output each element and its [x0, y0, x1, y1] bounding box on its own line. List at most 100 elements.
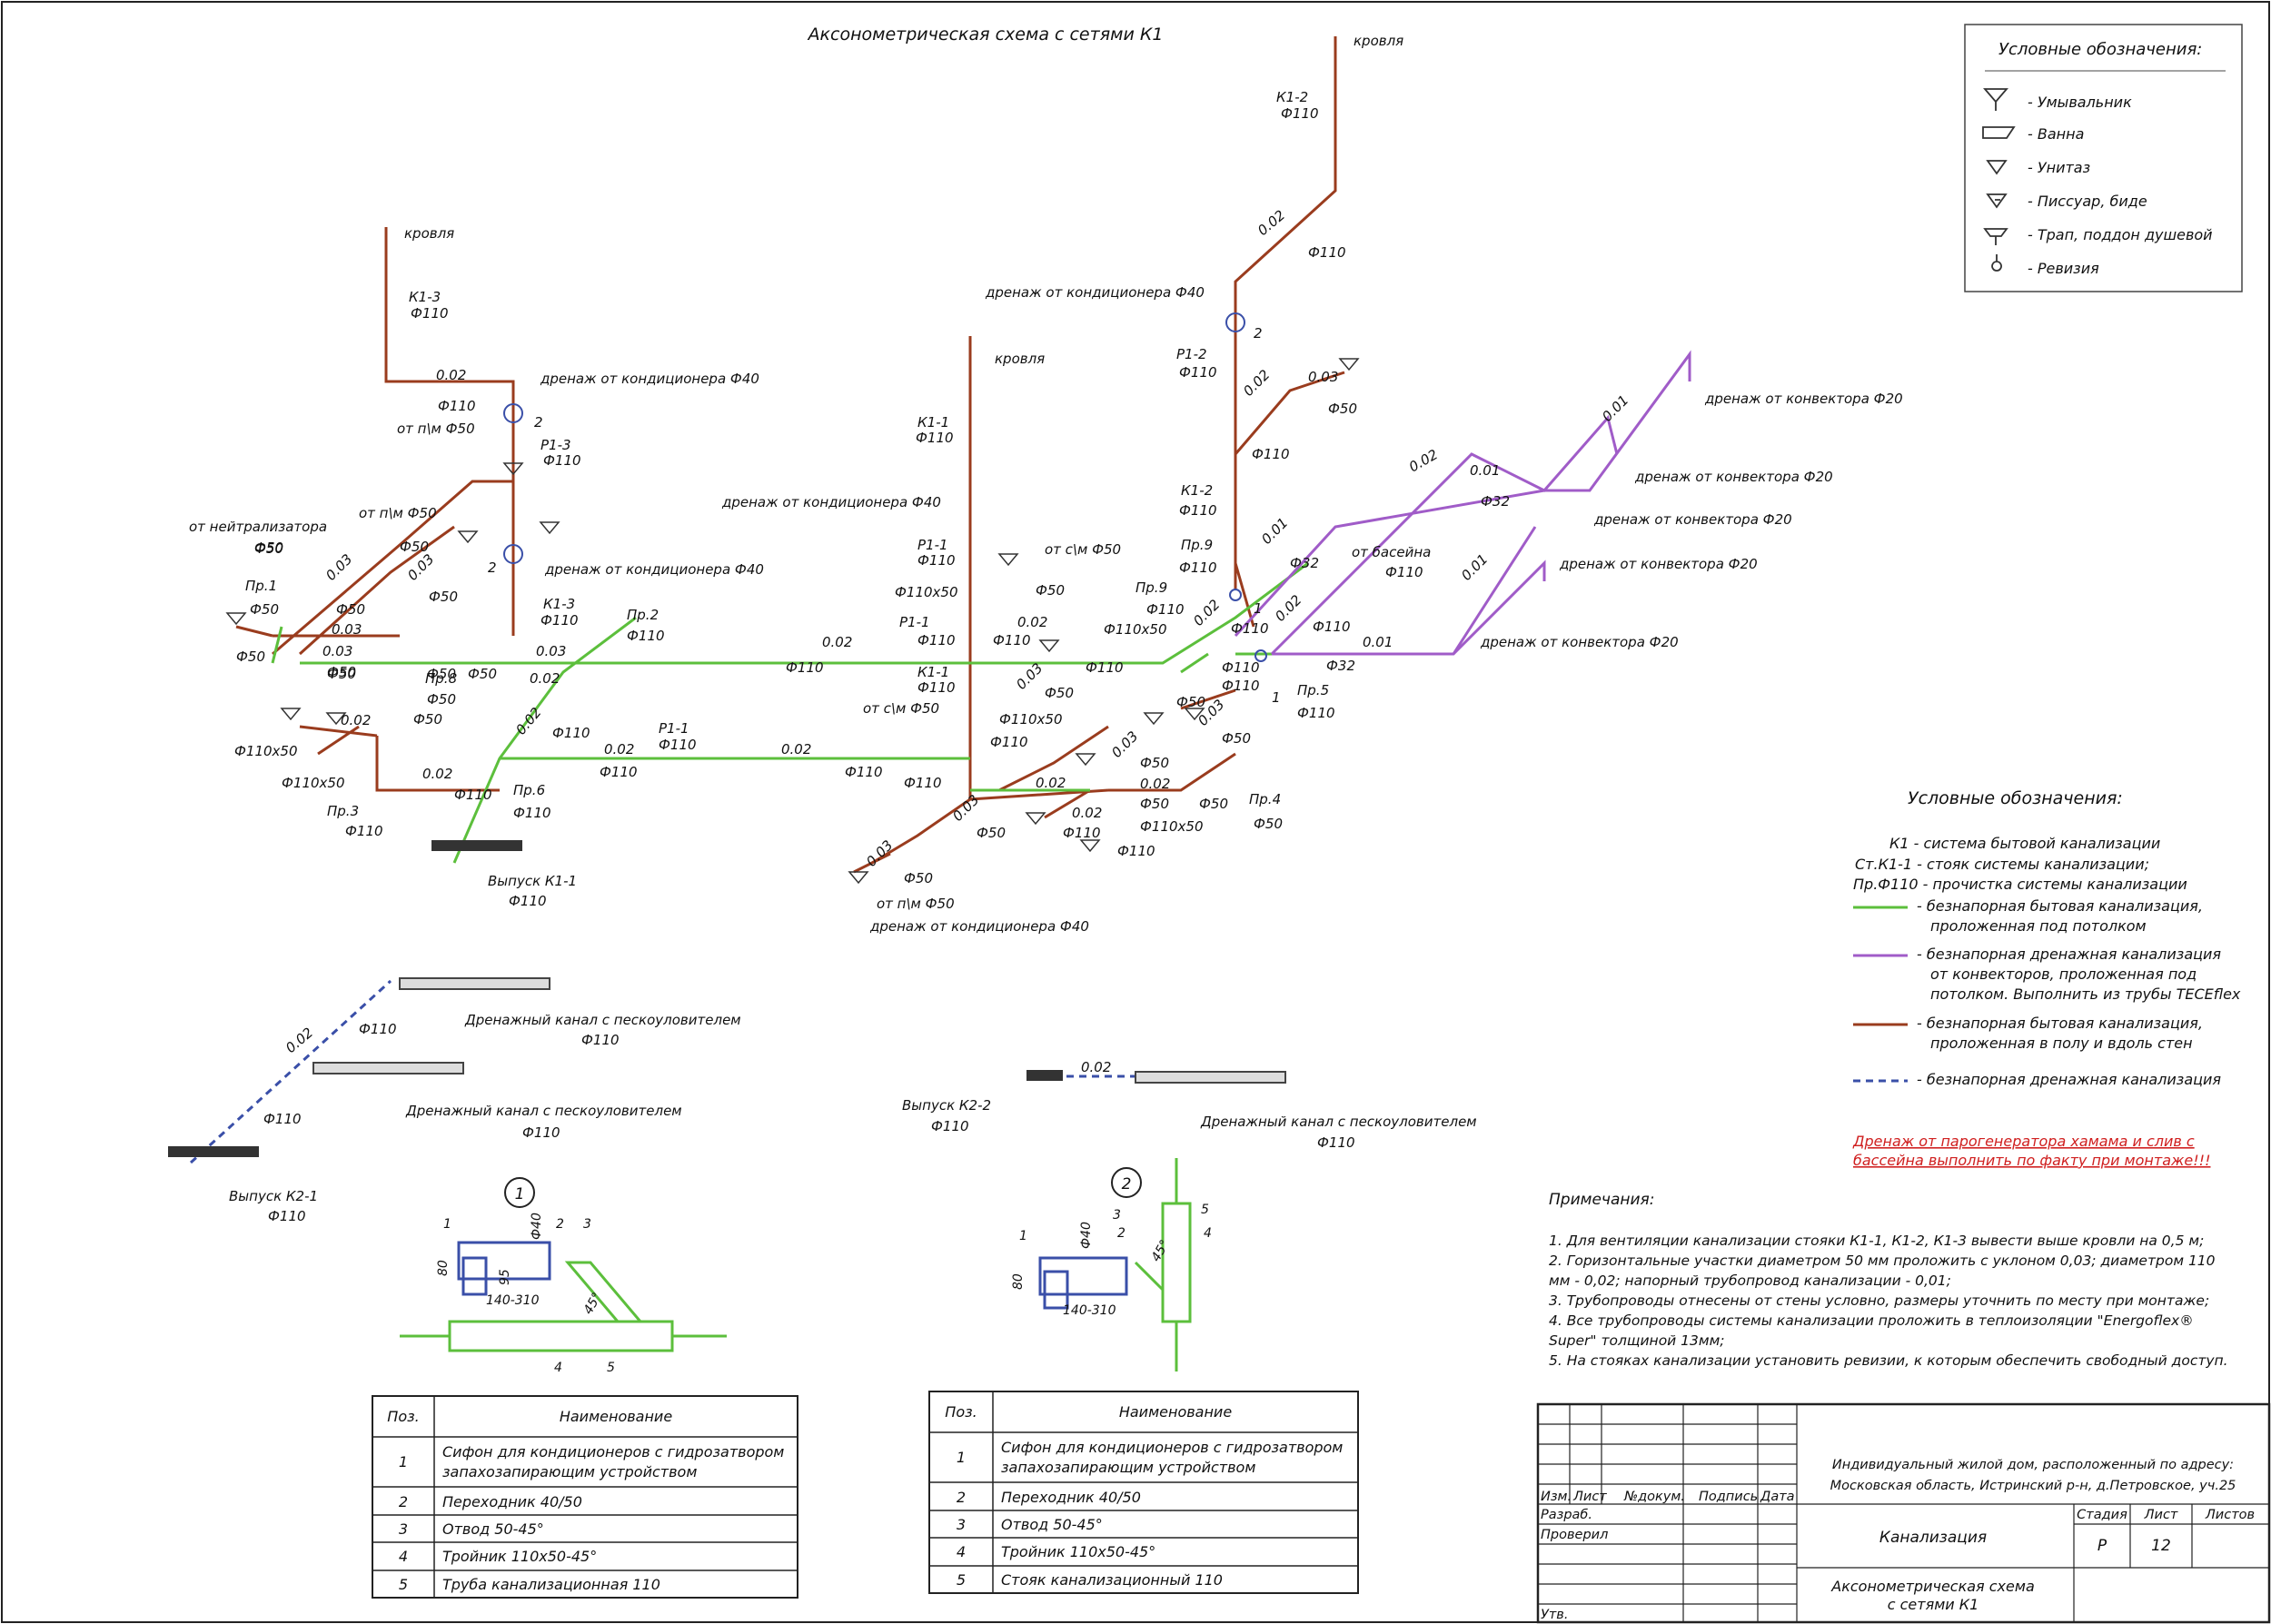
label-from-sm: от с\м Ф50 [1045, 541, 1121, 558]
detail-1-dim: 45° [581, 1290, 605, 1317]
detail-1-pos: 3 [583, 1217, 591, 1232]
note-line: 1. Для вентиляции канализации стояки К1-… [1549, 1233, 2204, 1249]
label-d110x50: Ф110х50 [1104, 621, 1167, 638]
note-line: 3. Трубопроводы отнесены от стены условн… [1549, 1292, 2209, 1309]
label-d50: Ф50 [327, 664, 356, 680]
label-slope: 0.01 [1363, 634, 1393, 650]
label-slope: 0.03 [404, 550, 437, 583]
legend-line-text: - безнапорная бытовая канализация, [1917, 1015, 2203, 1032]
label-d110: Ф110 [917, 552, 956, 569]
label-slope: 0.03 [322, 643, 352, 659]
label-d110: Ф110 [1222, 659, 1260, 676]
legend-lines-title: Условные обозначения: [1908, 788, 2123, 808]
warning-line: Дренаж от парогенератора хамама и слив с [1852, 1133, 2195, 1150]
table-1-header-name: Наименование [560, 1408, 672, 1425]
riser-label-k1-2: К1-2 [1276, 89, 1308, 105]
table-1-cell: 2 [399, 1493, 408, 1510]
table-1-cell: запахозапирающим устройством [442, 1463, 697, 1480]
label-d50: Ф50 [336, 601, 365, 618]
label-slope: 0.02 [1072, 805, 1102, 821]
label-d110: Ф110 [659, 737, 697, 753]
label-d110: Ф110 [1231, 620, 1269, 637]
label-slope: 0.02 [1017, 614, 1047, 630]
callout-number: 2 [534, 414, 543, 431]
detail-2-pos: 3 [1113, 1208, 1121, 1223]
label-d50: Ф50 [1140, 755, 1169, 771]
detail-2-number: 2 [1122, 1175, 1132, 1193]
pipe-network [189, 36, 1691, 1164]
label-slope: 0.02 [1140, 776, 1170, 792]
toilet-icon [1986, 160, 2008, 175]
notes: Примечания: 1. Для вентиляции канализаци… [1549, 1191, 2228, 1369]
label-d50: Ф50 [1045, 685, 1074, 701]
label-d110: Ф110 [581, 1032, 620, 1048]
legend-line-text: - безнапорная бытовая канализация, [1917, 897, 2203, 915]
detail-2: 2 1 2 3 4 5 140-310 80 Ф40 45° [1011, 1158, 1212, 1371]
label-d110: Ф110 [411, 305, 449, 322]
label-d110: Ф110 [1313, 619, 1351, 635]
table-2-cell: Стояк канализационный 110 [1001, 1571, 1223, 1589]
tb-col-header: Изм. [1541, 1490, 1572, 1504]
table-2-cell: 4 [957, 1543, 966, 1560]
tb-col-header: Дата [1760, 1490, 1795, 1504]
label-d50: Ф50 [236, 649, 265, 665]
table-2-cell: запахозапирающим устройством [1001, 1459, 1255, 1476]
legend-item-drain: - Трап, поддон душевой [2028, 226, 2213, 243]
notes-title: Примечания: [1549, 1191, 1655, 1209]
label-d32: Ф32 [1326, 658, 1355, 674]
detail-2-pos: 1 [1019, 1229, 1027, 1243]
fixtures [225, 358, 1360, 885]
label-drain-ac: дренаж от кондиционера Ф40 [869, 918, 1089, 935]
detail-1-dim: 80 [436, 1260, 451, 1276]
label-drain-convector: дренаж от конвектора Ф20 [1559, 556, 1758, 572]
tb-role: Проверил [1541, 1528, 1608, 1542]
label-cleanout: Пр.3 [327, 803, 359, 819]
note-line: 4. Все трубопроводы системы канализации … [1549, 1312, 2194, 1329]
detail-2-dim: 45° [1149, 1237, 1173, 1264]
label-slope: 0.01 [1258, 514, 1291, 547]
label-slope: 0.01 [1470, 462, 1500, 479]
table-1-cell: 5 [399, 1576, 408, 1593]
riser-label-k1-1-low: К1-1 [917, 664, 949, 680]
drain-channels [312, 977, 1286, 1084]
label-d110x50: Ф110х50 [1140, 818, 1204, 835]
roof-label-k1-3: кровля [404, 225, 454, 242]
label-d110: Ф110 [931, 1118, 969, 1134]
tb-project: Индивидуальный жилой дом, расположенный … [1832, 1458, 2234, 1472]
label-d50: Ф50 [1254, 816, 1283, 832]
label-outlet-k1-1: Выпуск К1-1 [488, 873, 577, 889]
label-slope: 0.03 [1013, 659, 1046, 692]
label-slope: 0.02 [1081, 1059, 1111, 1075]
label-drain-ac: дренаж от кондиционера Ф40 [540, 371, 759, 387]
label-d50: Ф50 [977, 825, 1006, 841]
label-from-pool: от басейна [1352, 544, 1431, 560]
tb-col-header: Подпись [1699, 1490, 1758, 1504]
node-circles [503, 312, 1267, 662]
label-d110: Ф110 [268, 1208, 306, 1224]
label-cleanout: Пр.5 [1297, 682, 1329, 698]
riser-label-k1-2-low: К1-2 [1181, 482, 1213, 499]
label-slope: 0.02 [1190, 596, 1223, 629]
label-cleanout: Пр.4 [1249, 791, 1281, 807]
legend-line-text: проложенная под потолком [1930, 917, 2147, 935]
tb-role: Утв. [1541, 1608, 1568, 1622]
label-slope: 0.02 [1036, 775, 1066, 791]
label-drain-convector: дренаж от конвектора Ф20 [1634, 469, 1833, 485]
riser-label-k1-3-top: К1-3 [409, 289, 441, 305]
label-d50: Ф50 [427, 666, 456, 682]
label-from-pm: от п\м Ф50 [397, 421, 475, 437]
tb-role: Разраб. [1541, 1508, 1592, 1522]
table-2-cell: Сифон для кондиционеров с гидрозатвором [1001, 1439, 1343, 1456]
label-slope: 0.02 [822, 634, 852, 650]
label-slope: 0.02 [604, 741, 634, 758]
label-cleanout: Пр.2 [627, 607, 659, 623]
label-slope: 0.03 [1308, 369, 1338, 385]
label-d110: Ф110 [916, 430, 954, 446]
label-d50: Ф50 [254, 540, 283, 556]
label-d110x50: Ф110х50 [895, 584, 958, 600]
callout-number: 1 [1272, 689, 1281, 706]
label-drain-channel: Дренажный канал с пескоуловителем [1200, 1114, 1477, 1130]
label-slope: 0.02 [436, 367, 466, 383]
detail-2-dim: 140-310 [1063, 1303, 1116, 1318]
